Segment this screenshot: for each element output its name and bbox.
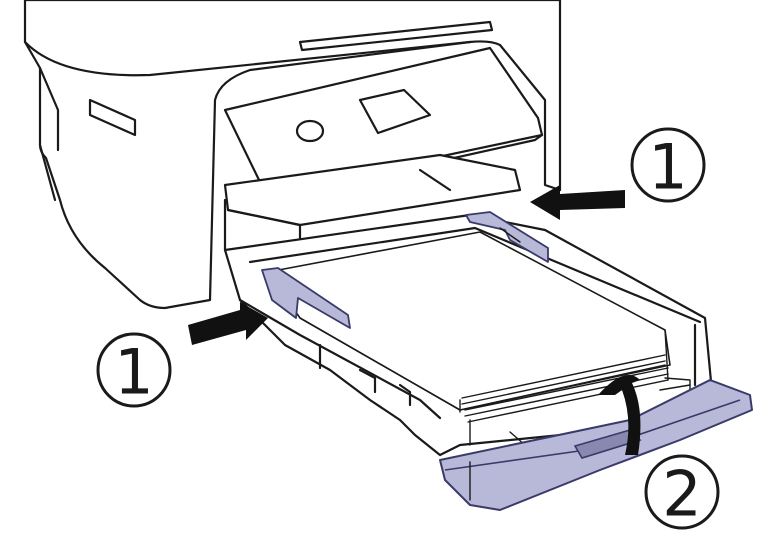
edge-guides [261, 211, 549, 329]
cassette-front-cover [439, 379, 753, 511]
printer-body [23, 0, 562, 310]
step-callout-insert-cassette: 2 [644, 454, 720, 531]
power-button [295, 119, 325, 143]
push-arrow-icon [530, 185, 625, 220]
step-number: 1 [114, 336, 153, 409]
edge-guide-left [261, 267, 351, 329]
step-callout-guide-right: 1 [630, 127, 706, 204]
push-arrow-icon [188, 302, 268, 345]
curved-arrow-icon [598, 375, 641, 455]
step-number: 1 [648, 131, 687, 204]
edge-guide-right [465, 211, 549, 263]
output-tray [223, 153, 522, 264]
panel-screen [358, 88, 432, 135]
cassette-handle [573, 429, 642, 459]
paper-stack [267, 231, 671, 423]
step-number: 2 [662, 458, 701, 531]
step-callout-guide-left: 1 [96, 332, 172, 409]
